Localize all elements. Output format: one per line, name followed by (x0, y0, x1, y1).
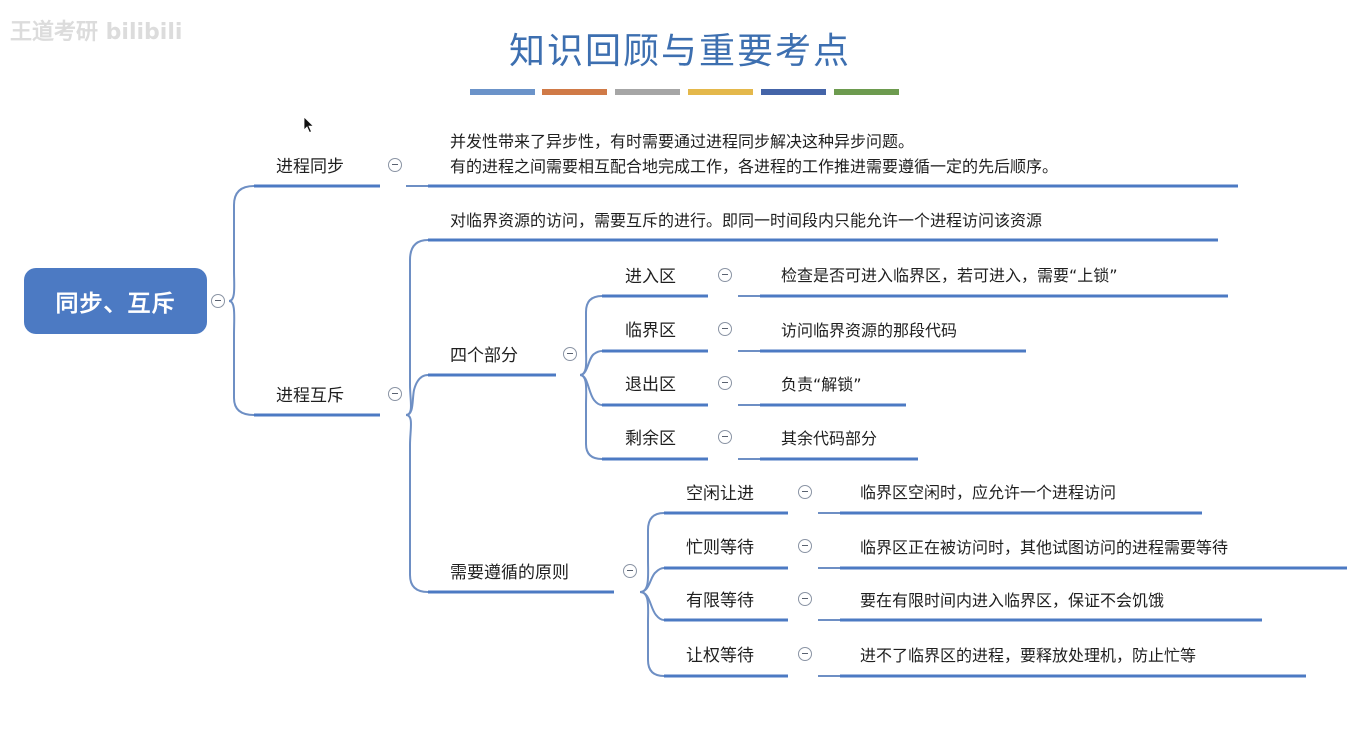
collapse-icon[interactable] (563, 347, 577, 361)
part-name[interactable]: 剩余区 (625, 429, 676, 449)
collapse-icon[interactable] (798, 485, 812, 499)
color-bar (470, 89, 535, 95)
collapse-icon[interactable] (798, 539, 812, 553)
mutex-desc: 对临界资源的访问，需要互斥的进行。即同一时间段内只能允许一个进程访问该资源 (450, 211, 1043, 230)
principle-name[interactable]: 有限等待 (686, 591, 754, 611)
color-bar (834, 89, 899, 95)
part-desc: 访问临界资源的那段代码 (781, 321, 958, 340)
collapse-icon[interactable] (623, 564, 637, 578)
collapse-icon[interactable] (211, 294, 225, 308)
part-desc: 检查是否可进入临界区，若可进入，需要“上锁” (781, 266, 1118, 285)
principle-name[interactable]: 空闲让进 (686, 484, 754, 504)
principle-name[interactable]: 让权等待 (686, 646, 754, 666)
sync-desc-line-1: 并发性带来了异步性，有时需要通过进程同步解决这种异步问题。 (450, 132, 915, 151)
collapse-icon[interactable] (798, 647, 812, 661)
slide-title: 知识回顾与重要考点 (0, 22, 1372, 74)
collapse-icon[interactable] (718, 322, 732, 336)
principle-desc: 临界区空闲时，应允许一个进程访问 (860, 483, 1117, 502)
collapse-icon[interactable] (388, 158, 402, 172)
collapse-icon[interactable] (388, 387, 402, 401)
sync-node[interactable]: 进程同步 (276, 157, 344, 177)
part-name[interactable]: 退出区 (625, 375, 676, 395)
part-desc: 负责“解锁” (781, 375, 862, 394)
color-bar (688, 89, 753, 95)
part-name[interactable]: 临界区 (625, 321, 676, 341)
mouse-cursor-icon (303, 116, 315, 134)
mutex-node[interactable]: 进程互斥 (276, 386, 344, 406)
principles-node[interactable]: 需要遵循的原则 (450, 563, 569, 583)
color-bar (615, 89, 680, 95)
principle-desc: 要在有限时间内进入临界区，保证不会饥饿 (860, 591, 1165, 610)
sync-desc-line-2: 有的进程之间需要相互配合地完成工作，各进程的工作推进需要遵循一定的先后顺序。 (450, 157, 1059, 176)
color-bar (542, 89, 607, 95)
collapse-icon[interactable] (718, 430, 732, 444)
principle-desc: 进不了临界区的进程，要释放处理机，防止忙等 (860, 646, 1197, 665)
collapse-icon[interactable] (798, 592, 812, 606)
slide-title-text: 知识回顾与重要考点 (508, 31, 851, 72)
collapse-icon[interactable] (718, 376, 732, 390)
principle-name[interactable]: 忙则等待 (686, 538, 754, 558)
four-parts-node[interactable]: 四个部分 (450, 346, 518, 366)
part-desc: 其余代码部分 (781, 429, 878, 448)
collapse-icon[interactable] (718, 268, 732, 282)
part-name[interactable]: 进入区 (625, 267, 676, 287)
watermark: 王道考研 bilibili (10, 20, 183, 45)
root-node[interactable]: 同步、互斥 (24, 268, 207, 334)
principle-desc: 临界区正在被访问时，其他试图访问的进程需要等待 (860, 538, 1229, 557)
color-bar (761, 89, 826, 95)
